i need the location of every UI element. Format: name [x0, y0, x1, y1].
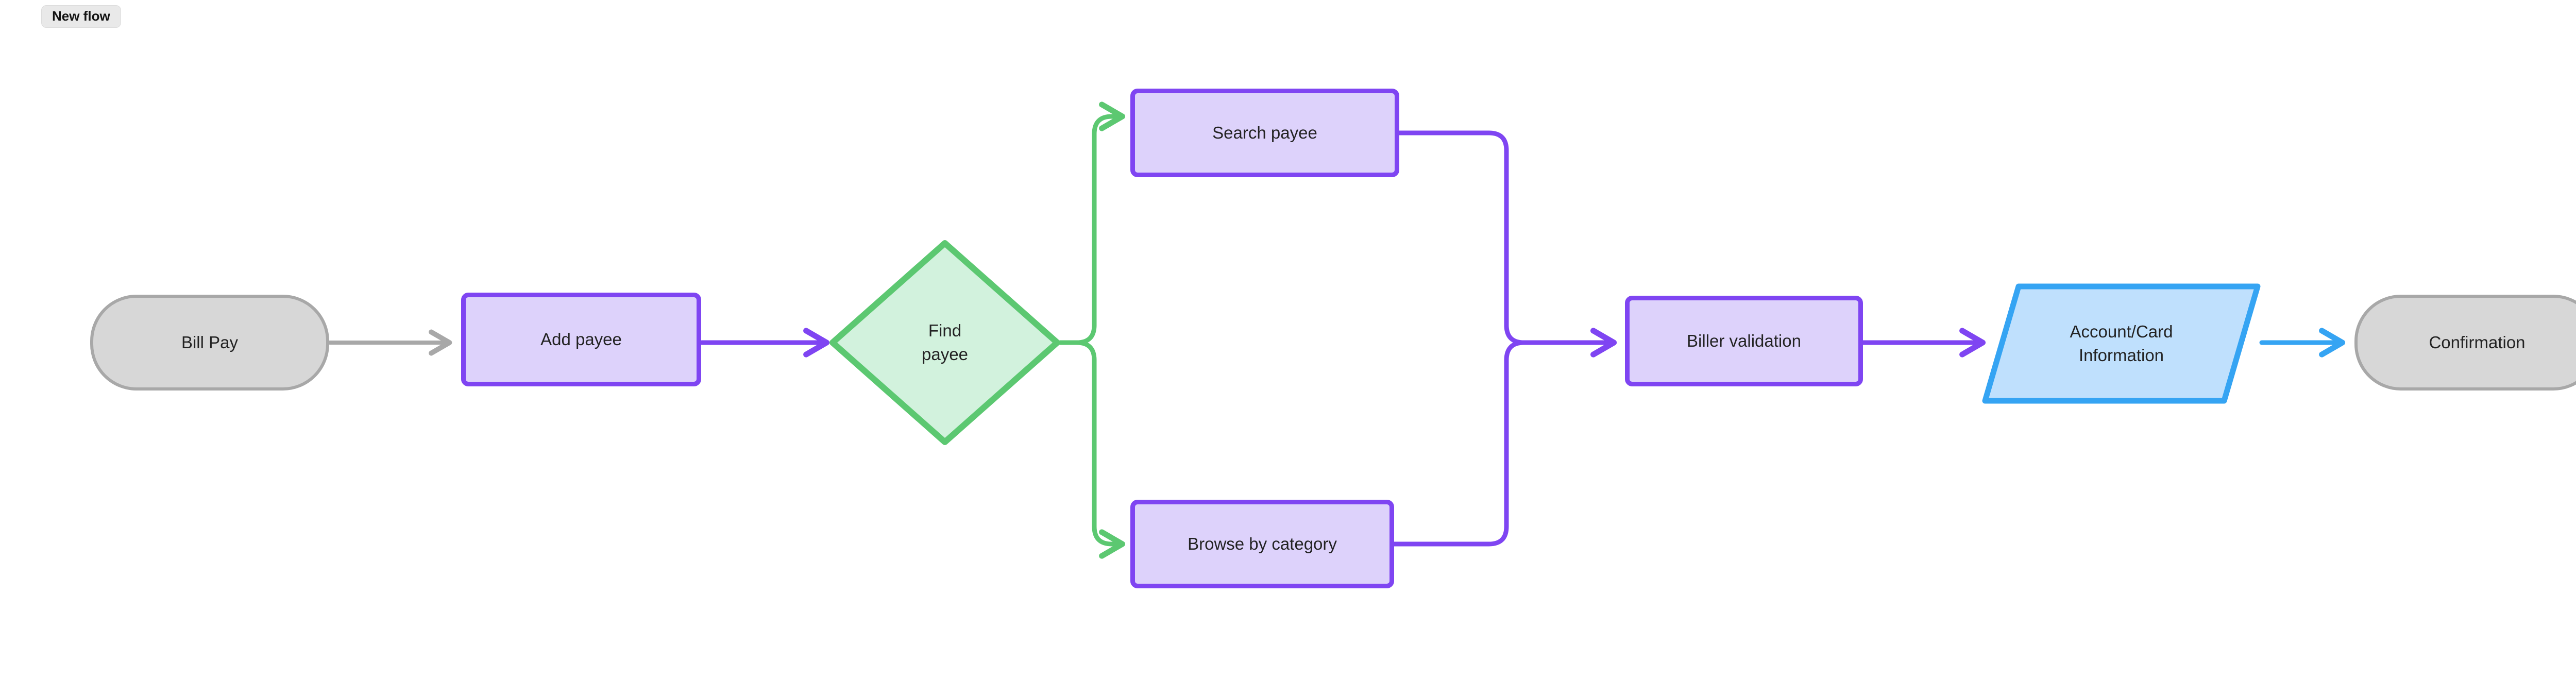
node-add-payee-label: Add payee [540, 330, 622, 349]
node-search-payee[interactable]: Search payee [1130, 89, 1399, 177]
node-browse-category[interactable]: Browse by category [1130, 500, 1394, 588]
node-find-payee[interactable]: Find payee [827, 238, 1062, 447]
node-biller-validation-label: Biller validation [1687, 331, 1801, 350]
node-find-payee-label-line2: payee [922, 345, 968, 364]
diamond-shape [829, 240, 1060, 445]
node-find-payee-label-line1: Find [928, 321, 962, 340]
parallelogram-shape [1982, 283, 2261, 404]
new-flow-badge[interactable]: New flow [41, 5, 121, 28]
node-search-payee-label: Search payee [1212, 123, 1317, 142]
node-bill-pay-label: Bill Pay [181, 333, 239, 352]
node-account-card-label-line1: Account/Card [2070, 322, 2173, 341]
node-bill-pay[interactable]: Bill Pay [90, 295, 329, 391]
edge-find-payee-to-search-payee [1058, 101, 1126, 345]
node-add-payee[interactable]: Add payee [461, 293, 701, 386]
node-account-card[interactable]: Account/Card Information [1981, 282, 2262, 405]
edge-search-payee-to-biller-validation [1397, 130, 1617, 358]
node-find-payee-label: Find payee [827, 319, 1062, 366]
node-confirmation[interactable]: Confirmation [2354, 295, 2576, 391]
node-confirmation-label: Confirmation [2429, 333, 2526, 352]
node-account-card-label-line2: Information [2078, 346, 2164, 365]
node-biller-validation[interactable]: Biller validation [1625, 296, 1863, 386]
node-account-card-label: Account/Card Information [1981, 320, 2262, 367]
edge-find-payee-to-browse-category [1058, 340, 1126, 559]
node-browse-category-label: Browse by category [1188, 534, 1337, 553]
edge-browse-category-to-biller-validation [1392, 328, 1617, 547]
